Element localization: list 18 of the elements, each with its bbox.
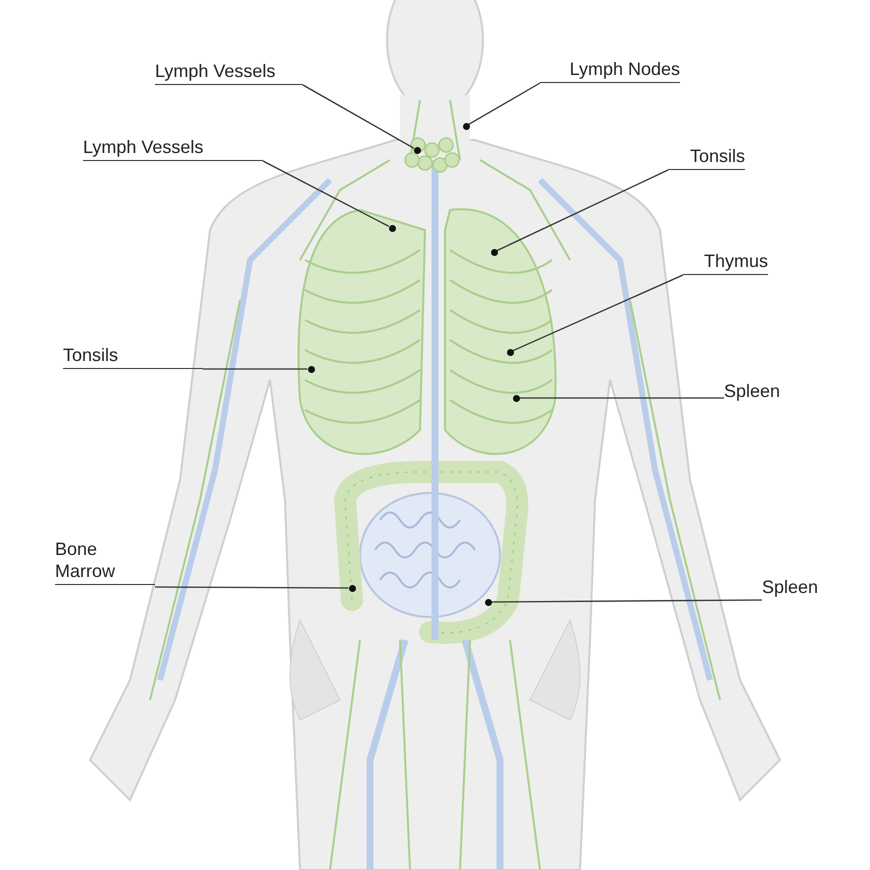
organ-label: Tonsils [668, 145, 745, 170]
leader-line [262, 160, 390, 227]
organ-label: Tonsils [63, 344, 203, 369]
leader-line [512, 274, 684, 352]
organ-label: Thymus [683, 250, 768, 275]
organ-label: Lymph Vessels [155, 60, 303, 85]
leader-line [302, 84, 414, 149]
organ-label: Lymph Vessels [83, 136, 263, 161]
organ-label: Lymph Nodes [540, 58, 680, 83]
leader-line [155, 586, 348, 589]
organ-label: Spleen [762, 576, 832, 600]
leader-line [496, 169, 668, 252]
organ-label: Spleen [724, 380, 794, 404]
organ-label: Bone Marrow [55, 538, 155, 585]
leader-line [468, 82, 540, 125]
leader-line [203, 368, 308, 370]
leader-line [492, 599, 762, 603]
leader-line [520, 397, 724, 399]
